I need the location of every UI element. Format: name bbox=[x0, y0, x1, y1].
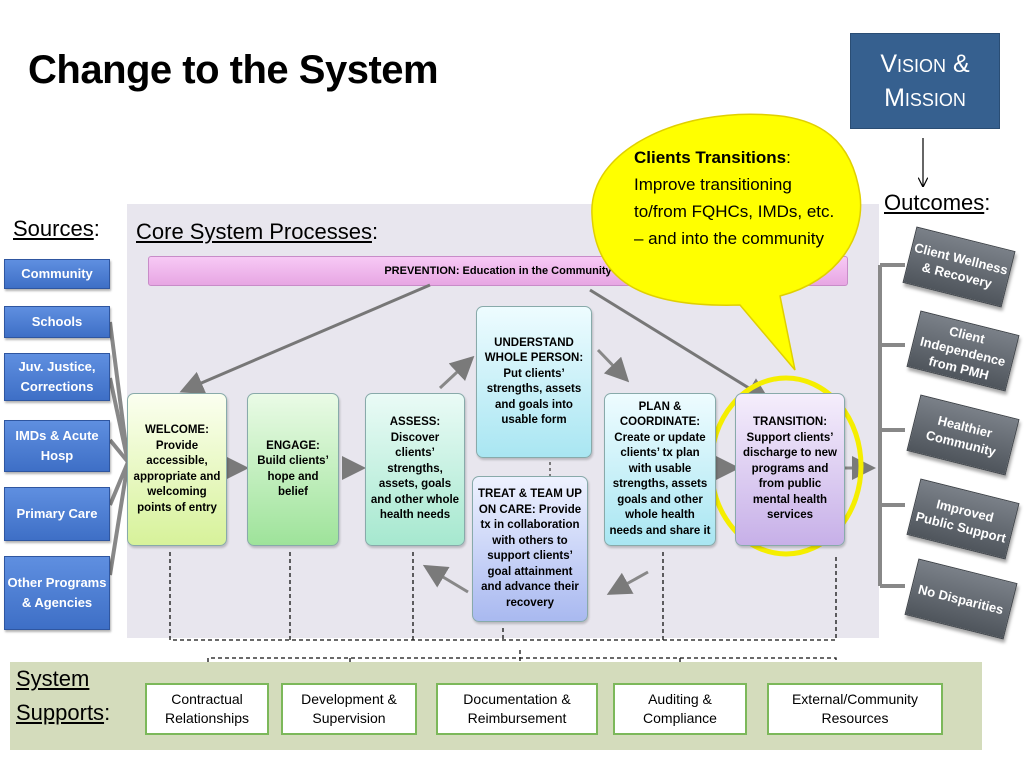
source-primary-care: Primary Care bbox=[4, 487, 110, 541]
supports-label-line1: System bbox=[16, 666, 90, 691]
source-imds-acute-hosp: IMDs & Acute Hosp bbox=[4, 420, 110, 472]
process-assess: ASSESS: Discover clients’ strengths, ass… bbox=[365, 393, 465, 546]
source-arrows bbox=[108, 321, 130, 576]
process-transition: TRANSITION: Support clients’ discharge t… bbox=[735, 393, 845, 546]
outcomes-bracket bbox=[878, 263, 905, 588]
source-community: Community bbox=[4, 259, 110, 289]
source-other-programs: Other Programs & Agencies bbox=[4, 556, 110, 630]
sources-label: Sources: bbox=[13, 216, 100, 241]
process-understand: UNDERSTAND WHOLE PERSON: Put clients’ st… bbox=[476, 306, 592, 458]
vision-mission-box: Vision & Mission bbox=[850, 33, 1000, 129]
system-supports-label: System Supports: bbox=[16, 666, 111, 725]
sources-label-text: Sources bbox=[13, 216, 94, 241]
callout-heading: Clients Transitions bbox=[634, 148, 787, 167]
outcomes-label-text: Outcomes bbox=[884, 190, 985, 215]
prevention-to-transition-arrow bbox=[589, 288, 771, 402]
supports-label-line2: Supports bbox=[16, 700, 105, 725]
support-auditing: Auditing & Compliance bbox=[613, 683, 747, 735]
outcomes-label: Outcomes: bbox=[884, 190, 991, 215]
support-development: Development & Supervision bbox=[281, 683, 417, 735]
source-juvenile-justice: Juv. Justice, Corrections bbox=[4, 353, 110, 401]
prevention-to-welcome-arrow bbox=[179, 283, 431, 394]
process-welcome: WELCOME: Provide accessible, appropriate… bbox=[127, 393, 227, 546]
callout-bubble bbox=[591, 113, 862, 371]
support-documentation: Documentation & Reimbursement bbox=[436, 683, 598, 735]
support-dashed-connectors bbox=[169, 552, 837, 662]
source-schools: Schools bbox=[4, 306, 110, 338]
support-external-resources: External/Community Resources bbox=[767, 683, 943, 735]
process-treat: TREAT & TEAM UP ON CARE: Provide tx in c… bbox=[472, 476, 588, 622]
callout-text: Clients Transitions: Improve transitioni… bbox=[634, 148, 835, 248]
process-plan: PLAN & COORDINATE: Create or update clie… bbox=[604, 393, 716, 546]
callout-body: Improve transitioning to/from FQHCs, IMD… bbox=[634, 175, 835, 248]
process-engage: ENGAGE: Build clients’ hope and belief bbox=[247, 393, 339, 546]
core-label-text: Core System Processes bbox=[136, 219, 372, 244]
core-processes-label: Core System Processes: bbox=[136, 219, 379, 244]
page-title: Change to the System bbox=[28, 48, 439, 92]
support-contractual: Contractual Relationships bbox=[145, 683, 269, 735]
